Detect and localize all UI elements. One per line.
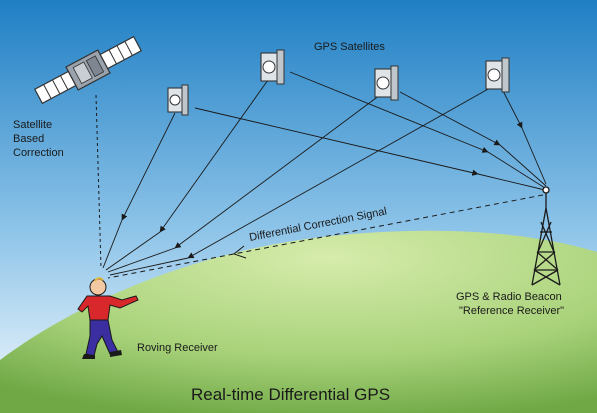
roving-receiver-label: Roving Receiver (137, 342, 218, 354)
gps-satellite-icon (260, 49, 285, 85)
earth-hill (0, 230, 597, 413)
satellite-correction-label-3: Correction (13, 147, 64, 159)
differential-correction-signal (107, 194, 544, 279)
gps-satellite-icon (485, 57, 510, 93)
satellite-correction-label-1: Satellite (13, 119, 52, 131)
correction-satellite-icon (33, 35, 143, 105)
diagram-title: Real-time Differential GPS (191, 385, 390, 404)
gps-satellite-icon (374, 65, 399, 101)
gps-satellite-icon (167, 84, 189, 116)
signal-lines-to-rover (102, 79, 491, 276)
satellite-correction-label-2: Based (13, 133, 44, 145)
radio-tower-icon (531, 186, 561, 286)
gps-satellites-label: GPS Satellites (314, 41, 385, 53)
satellite-correction-line (95, 94, 102, 269)
signal-lines-to-beacon (194, 71, 547, 191)
differential-arrowhead (232, 245, 247, 259)
beacon-label-1: GPS & Radio Beacon (456, 291, 562, 303)
beacon-label-2: "Reference Receiver" (459, 305, 564, 317)
person-receiver-icon (77, 277, 139, 359)
